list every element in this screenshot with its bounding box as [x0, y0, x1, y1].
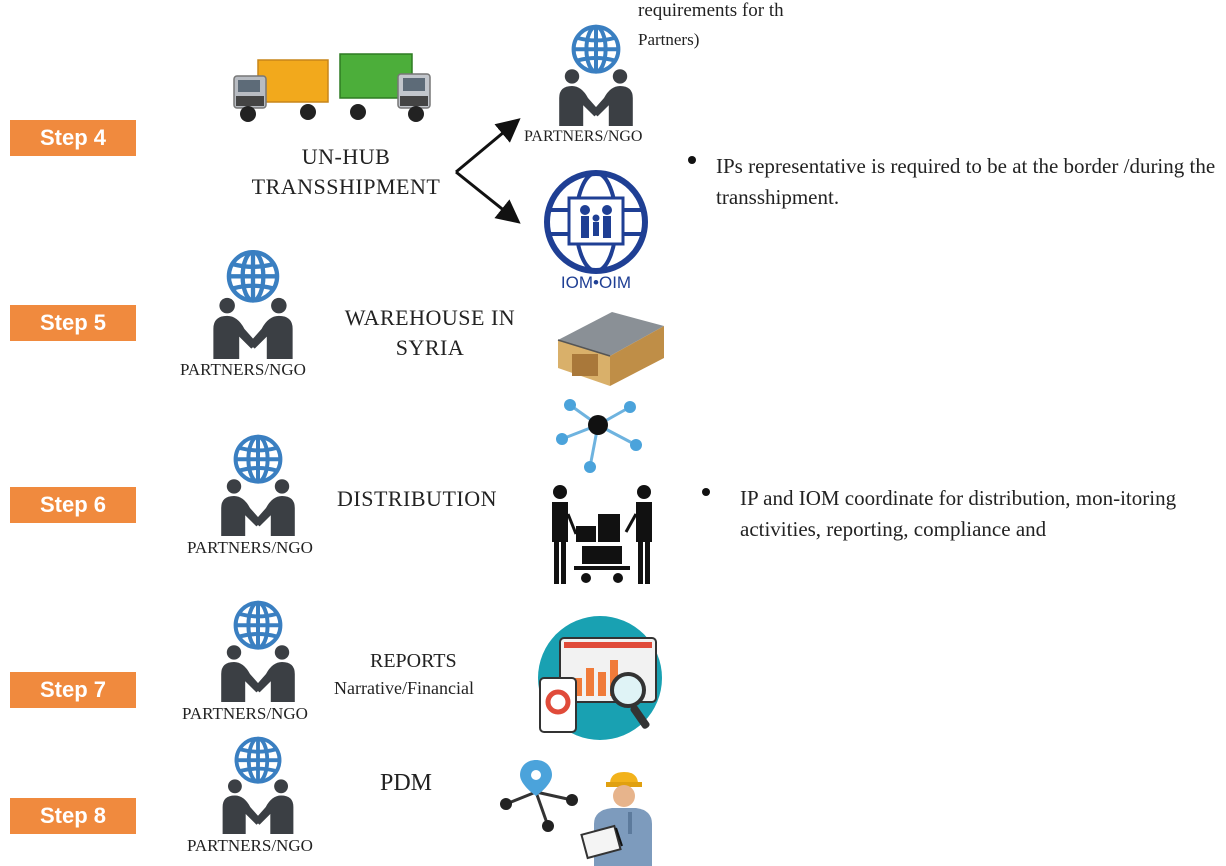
- step-4-label: Step 4: [10, 120, 136, 156]
- step5-partner-label: PARTNERS/NGO: [180, 360, 306, 379]
- distribution-cart-icon: [552, 485, 652, 584]
- step-6-label: Step 6: [10, 487, 136, 523]
- partners-handshake-icon: [548, 22, 644, 126]
- trucks-icon: [233, 53, 431, 122]
- step5-title-line1: WAREHOUSE IN: [344, 305, 516, 330]
- top-caption-line1: requirements for th: [638, 0, 784, 21]
- field-worker-icon: [580, 772, 652, 866]
- warehouse-icon: [557, 312, 664, 386]
- partners-handshake-icon: [210, 734, 306, 834]
- iom-logo-icon: IOM•OIM: [544, 170, 648, 292]
- reports-analytics-icon: [538, 616, 662, 740]
- step5-title-line2: SYRIA: [395, 335, 465, 360]
- step-8-label: Step 8: [10, 798, 136, 834]
- network-icon: [556, 399, 642, 473]
- step6-bullet-text: IP and IOM coordinate for distribution, …: [740, 486, 1177, 541]
- partners-handshake-icon: [210, 598, 306, 702]
- step4-bullet-text: IPs representative is required to be at …: [716, 154, 1216, 209]
- iom-logo-text: IOM•OIM: [561, 273, 631, 292]
- step4-bullet-dot: [688, 156, 696, 164]
- step4-title-line1: UN-HUB: [301, 144, 391, 169]
- step7-partner-label: PARTNERS/NGO: [182, 704, 308, 723]
- step7-title-line1: REPORTS: [370, 650, 457, 672]
- step7-title-line2: Narrative/Financial: [334, 678, 474, 698]
- location-network-icon: [500, 760, 578, 832]
- step8-partner-label: PARTNERS/NGO: [187, 836, 313, 855]
- partners-handshake-icon: [210, 432, 306, 536]
- step4-title-line2: TRANSSHIPMENT: [251, 174, 441, 199]
- partners-handshake-icon: [205, 247, 301, 359]
- step4-partner-label: PARTNERS/NGO: [524, 128, 643, 145]
- step-5-label: Step 5: [10, 305, 136, 341]
- step6-title: DISTRIBUTION: [337, 486, 497, 511]
- top-caption-line2: Partners): [638, 30, 700, 49]
- step-7-label: Step 7: [10, 672, 136, 708]
- branch-arrows-icon: [455, 118, 521, 224]
- step6-bullet-dot: [702, 488, 710, 496]
- step8-title: PDM: [380, 770, 433, 796]
- step6-partner-label: PARTNERS/NGO: [187, 538, 313, 557]
